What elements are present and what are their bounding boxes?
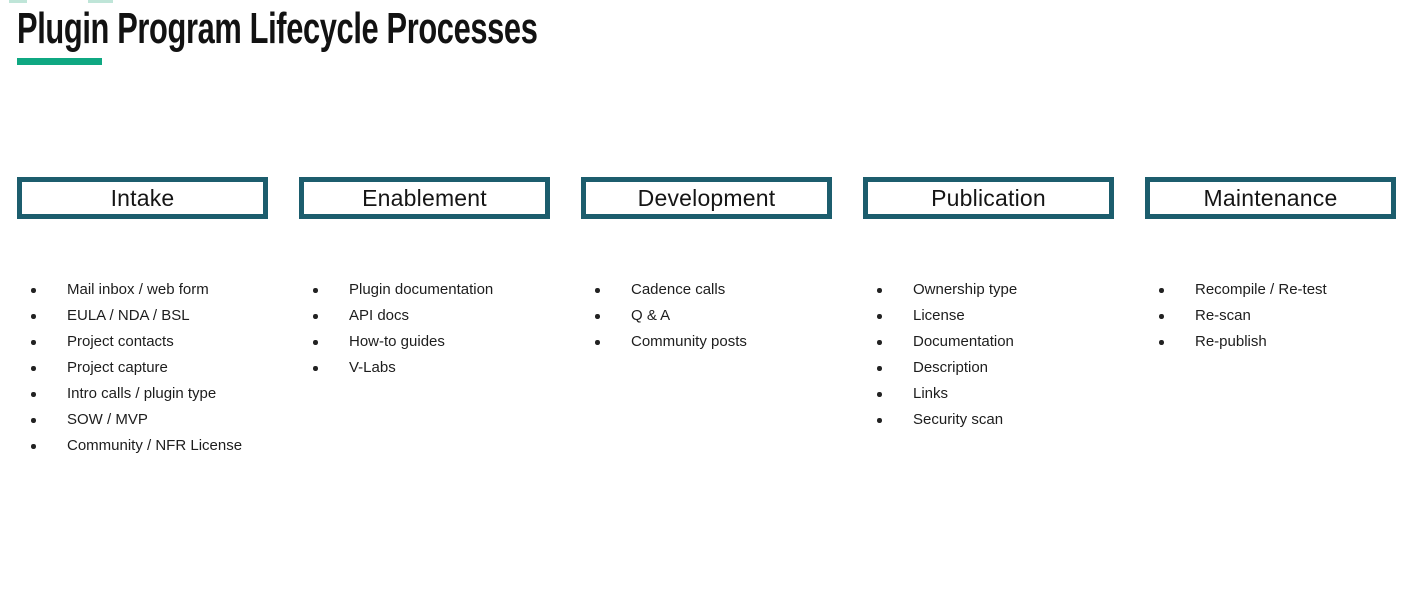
- bullet-dot-icon: [31, 314, 36, 319]
- list-item: V-Labs: [299, 355, 550, 381]
- list-item: Intro calls / plugin type: [17, 381, 268, 407]
- list-item-text: Ownership type: [913, 281, 1018, 298]
- stage-column-intake: Intake Mail inbox / web form EULA / NDA …: [17, 177, 268, 459]
- bullet-dot-icon: [877, 340, 882, 345]
- list-item-text: License: [913, 307, 965, 324]
- list-item: Community / NFR License: [17, 433, 268, 459]
- bullet-dot-icon: [595, 288, 600, 293]
- list-item: License: [863, 303, 1114, 329]
- list-item: Security scan: [863, 407, 1114, 433]
- bullet-dot-icon: [313, 366, 318, 371]
- bullet-dot-icon: [313, 314, 318, 319]
- bullet-dot-icon: [1159, 288, 1164, 293]
- bullet-dot-icon: [31, 340, 36, 345]
- list-item: Ownership type: [863, 277, 1114, 303]
- list-item: API docs: [299, 303, 550, 329]
- list-item-text: Links: [913, 385, 949, 402]
- list-item-text: Community / NFR License: [67, 437, 243, 454]
- stage-header-box: Enablement: [299, 177, 550, 219]
- stage-item-list: Cadence calls Q & A Community posts: [581, 277, 832, 355]
- list-item-text: V-Labs: [349, 359, 396, 376]
- list-item-text: Cadence calls: [631, 281, 726, 298]
- list-item-text: Documentation: [913, 333, 1014, 350]
- stage-header-label: Maintenance: [1203, 184, 1338, 211]
- list-item: Re-scan: [1145, 303, 1396, 329]
- list-item-text: Security scan: [913, 411, 1004, 428]
- list-item: EULA / NDA / BSL: [17, 303, 268, 329]
- list-item-text: Project contacts: [67, 333, 174, 350]
- bullet-dot-icon: [595, 340, 600, 345]
- list-item-text: Recompile / Re-test: [1195, 281, 1327, 298]
- list-item-text: EULA / NDA / BSL: [67, 307, 190, 324]
- stage-column-enablement: Enablement Plugin documentation API docs…: [299, 177, 550, 459]
- list-item: Links: [863, 381, 1114, 407]
- list-item-text: SOW / MVP: [67, 411, 148, 428]
- stage-item-list: Plugin documentation API docs How-to gui…: [299, 277, 550, 381]
- list-item-text: Project capture: [67, 359, 168, 376]
- stage-header-label: Enablement: [362, 184, 487, 211]
- bullet-dot-icon: [877, 314, 882, 319]
- list-item-text: Community posts: [631, 333, 747, 350]
- stage-header-box: Publication: [863, 177, 1114, 219]
- list-item-text: Intro calls / plugin type: [67, 385, 217, 402]
- stage-item-list: Recompile / Re-test Re-scan Re-publish: [1145, 277, 1396, 355]
- list-item-text: Re-scan: [1195, 307, 1251, 324]
- bullet-dot-icon: [877, 392, 882, 397]
- title-accent-underline: [17, 58, 102, 65]
- stage-header-label: Publication: [931, 184, 1046, 211]
- list-item: Project capture: [17, 355, 268, 381]
- list-item-text: Plugin documentation: [349, 281, 494, 298]
- bullet-dot-icon: [877, 288, 882, 293]
- bullet-dot-icon: [31, 366, 36, 371]
- list-item-text: API docs: [349, 307, 410, 324]
- list-item: Description: [863, 355, 1114, 381]
- stage-column-maintenance: Maintenance Recompile / Re-test Re-scan …: [1145, 177, 1396, 459]
- stage-item-list: Mail inbox / web form EULA / NDA / BSL P…: [17, 277, 268, 459]
- bullet-dot-icon: [595, 314, 600, 319]
- page-title: Plugin Program Lifecycle Processes: [17, 4, 538, 53]
- list-item-text: Description: [913, 359, 989, 376]
- list-item-text: Q & A: [631, 307, 671, 324]
- bullet-dot-icon: [877, 366, 882, 371]
- stage-header-label: Development: [637, 184, 776, 211]
- stage-column-development: Development Cadence calls Q & A Communit…: [581, 177, 832, 459]
- stage-header-box: Intake: [17, 177, 268, 219]
- list-item: Documentation: [863, 329, 1114, 355]
- bullet-dot-icon: [313, 340, 318, 345]
- list-item: Recompile / Re-test: [1145, 277, 1396, 303]
- top-edge-artifact: [88, 0, 113, 3]
- list-item: Cadence calls: [581, 277, 832, 303]
- list-item: How-to guides: [299, 329, 550, 355]
- stages-row: Intake Mail inbox / web form EULA / NDA …: [17, 177, 1396, 459]
- bullet-dot-icon: [1159, 340, 1164, 345]
- stage-header-box: Maintenance: [1145, 177, 1396, 219]
- list-item-text: Mail inbox / web form: [67, 281, 209, 298]
- list-item: Project contacts: [17, 329, 268, 355]
- list-item-text: Re-publish: [1195, 333, 1267, 350]
- list-item-text: How-to guides: [349, 333, 445, 350]
- stage-header-label: Intake: [110, 184, 175, 211]
- stage-item-list: Ownership type License Documentation Des…: [863, 277, 1114, 433]
- list-item: Mail inbox / web form: [17, 277, 268, 303]
- bullet-dot-icon: [31, 418, 36, 423]
- stage-header-box: Development: [581, 177, 832, 219]
- list-item: Q & A: [581, 303, 832, 329]
- list-item: SOW / MVP: [17, 407, 268, 433]
- bullet-dot-icon: [31, 288, 36, 293]
- bullet-dot-icon: [877, 418, 882, 423]
- bullet-dot-icon: [1159, 314, 1164, 319]
- top-edge-artifact: [9, 0, 27, 3]
- list-item: Plugin documentation: [299, 277, 550, 303]
- list-item: Re-publish: [1145, 329, 1396, 355]
- bullet-dot-icon: [313, 288, 318, 293]
- bullet-dot-icon: [31, 392, 36, 397]
- bullet-dot-icon: [31, 444, 36, 449]
- list-item: Community posts: [581, 329, 832, 355]
- stage-column-publication: Publication Ownership type License Docum…: [863, 177, 1114, 459]
